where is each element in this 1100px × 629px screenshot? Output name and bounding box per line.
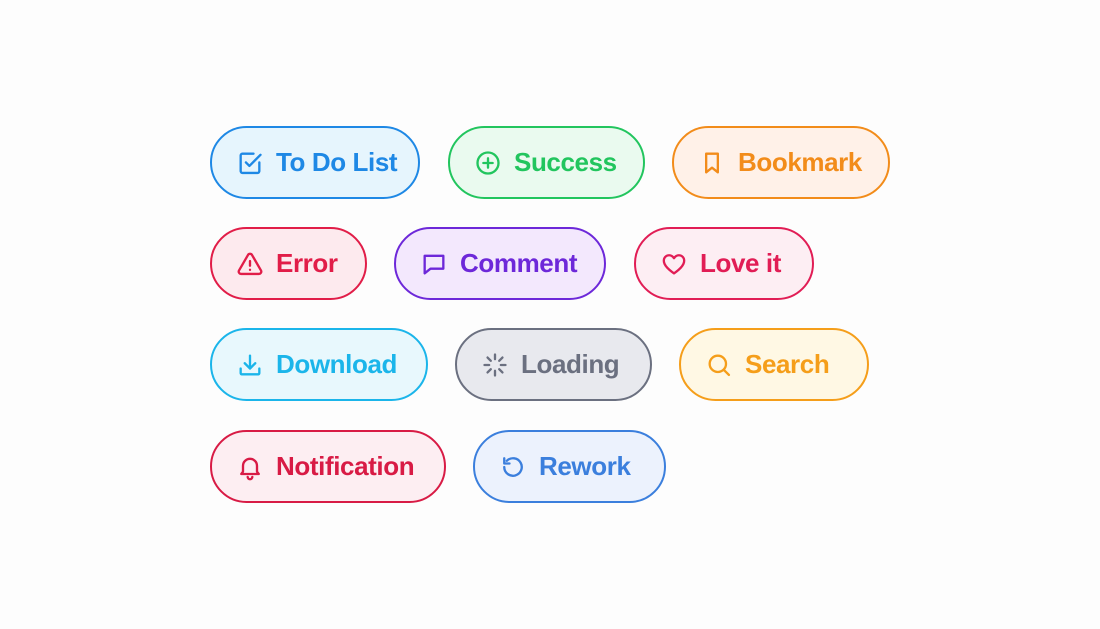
loader-icon: [481, 351, 509, 379]
bookmark-icon: [698, 149, 726, 177]
chip-label: Bookmark: [738, 147, 862, 177]
error-chip[interactable]: Error: [210, 227, 367, 300]
chip-label: Notification: [276, 451, 415, 481]
rework-chip[interactable]: Rework: [473, 430, 666, 503]
todo-list-chip[interactable]: To Do List: [210, 126, 420, 199]
chip-label: Rework: [539, 451, 631, 481]
chip-label: Search: [745, 349, 830, 379]
search-icon: [705, 351, 733, 379]
refresh-icon: [499, 453, 527, 481]
loading-chip[interactable]: Loading: [455, 328, 652, 401]
bookmark-chip[interactable]: Bookmark: [672, 126, 890, 199]
notification-chip[interactable]: Notification: [210, 430, 446, 503]
download-icon: [236, 351, 264, 379]
chip-label: Loading: [521, 349, 620, 379]
search-chip[interactable]: Search: [679, 328, 869, 401]
comment-chip[interactable]: Comment: [394, 227, 606, 300]
love-it-chip[interactable]: Love it: [634, 227, 814, 300]
checkbox-icon: [236, 149, 264, 177]
download-chip[interactable]: Download: [210, 328, 428, 401]
chip-label: Error: [276, 248, 338, 278]
chip-label: Comment: [460, 248, 578, 278]
chip-label: To Do List: [276, 147, 398, 177]
plus-circle-icon: [474, 149, 502, 177]
warning-icon: [236, 250, 264, 278]
bell-icon: [236, 453, 264, 481]
chip-label: Love it: [700, 248, 781, 278]
heart-icon: [660, 250, 688, 278]
chip-label: Download: [276, 349, 398, 379]
chip-label: Success: [514, 147, 617, 177]
success-chip[interactable]: Success: [448, 126, 645, 199]
chat-bubble-icon: [420, 250, 448, 278]
